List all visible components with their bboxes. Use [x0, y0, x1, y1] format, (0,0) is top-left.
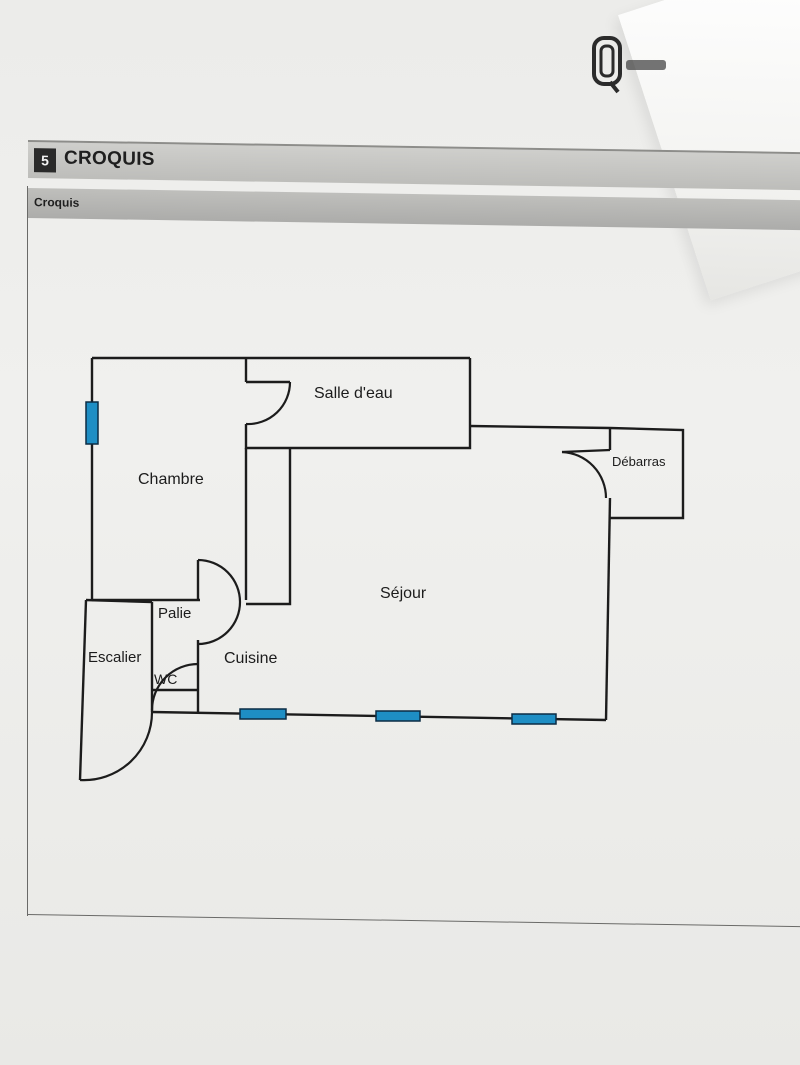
- room-label-sejour: Séjour: [380, 585, 427, 602]
- room-label-cuisine: Cuisine: [224, 650, 277, 667]
- wall-debarras: [609, 426, 685, 520]
- door-jamb-debarras: [561, 448, 611, 454]
- wall-salle-deau: [290, 358, 472, 450]
- window-icon: [511, 713, 557, 725]
- wall-sejour-east: [604, 497, 612, 721]
- frame-left-border: [27, 186, 28, 916]
- wall-escalier-top: [85, 598, 153, 604]
- window-icon: [239, 708, 287, 720]
- door-swing-icon: [245, 381, 292, 426]
- door-swing-icon: [561, 450, 608, 499]
- window-icon: [375, 710, 421, 722]
- room-label-wc: WC: [154, 671, 177, 687]
- door-swing-icon: [150, 662, 199, 711]
- window-icon: [85, 401, 99, 445]
- room-label-palier: Palie: [158, 605, 191, 622]
- wall-escalier-west: [78, 599, 88, 781]
- room-label-escalier: Escalier: [88, 649, 141, 666]
- room-label-debarras: Débarras: [612, 454, 666, 469]
- wall-corridor-east: [246, 448, 292, 606]
- room-label-salle-deau: Salle d'eau: [314, 385, 393, 402]
- door-swing-icon: [79, 711, 154, 782]
- wall-sejour-north: [469, 424, 611, 430]
- door-swing-icon: [197, 558, 242, 646]
- wall-salle-deau-lower: [244, 424, 290, 450]
- company-logo-icon: [592, 36, 666, 94]
- room-label-chambre: Chambre: [138, 471, 204, 488]
